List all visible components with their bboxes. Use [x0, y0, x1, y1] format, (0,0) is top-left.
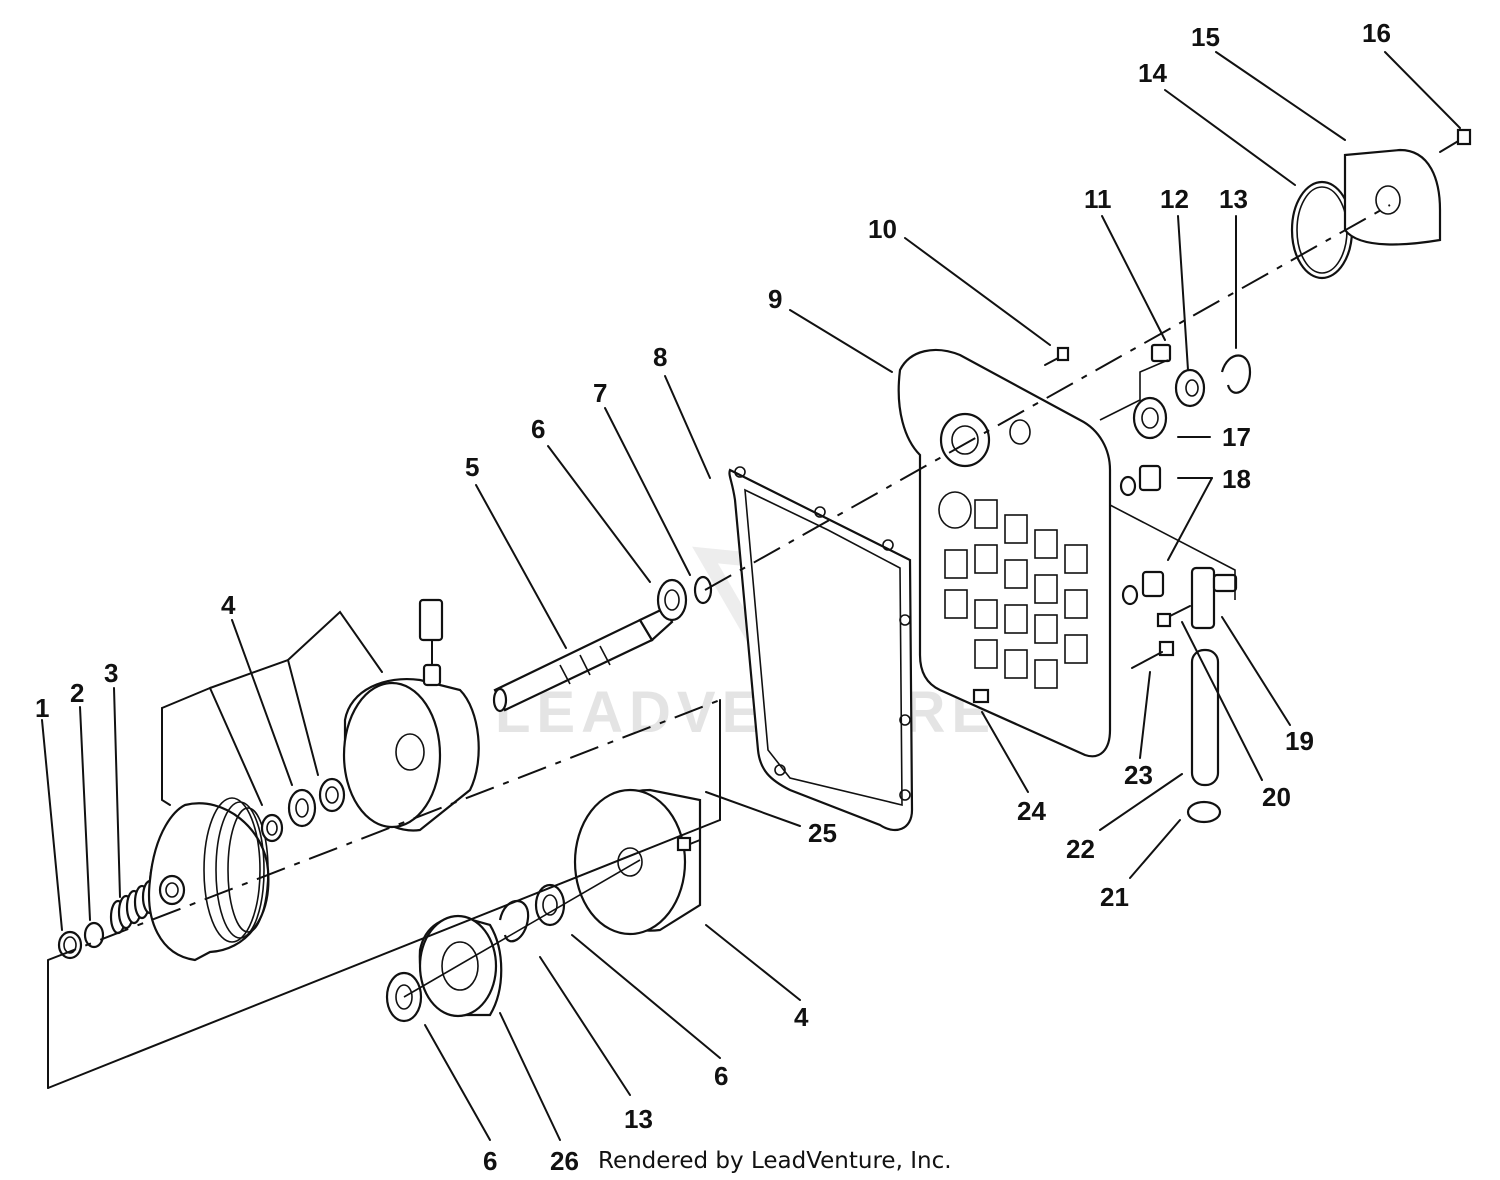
callout-13-lower: 13	[624, 1104, 653, 1134]
part-24-plug	[972, 688, 990, 704]
part-7-snap-ring	[693, 575, 713, 605]
part-16-bolt	[1439, 128, 1472, 153]
callout-13-upper: 13	[1219, 184, 1248, 214]
part-25-bolt	[676, 836, 701, 852]
callout-18: 18	[1222, 464, 1251, 494]
part-field-coil	[342, 598, 480, 832]
callout-5: 5	[465, 452, 479, 482]
callout-6-middle: 6	[714, 1061, 728, 1091]
part-19-tee-fitting	[1190, 566, 1238, 630]
callout-15: 15	[1191, 22, 1220, 52]
callout-8: 8	[653, 342, 667, 372]
leader-lines	[41, 51, 1461, 1141]
callout-24: 24	[1017, 796, 1046, 826]
part-23-bolt	[1131, 640, 1175, 669]
callout-25: 25	[808, 818, 837, 848]
part-6-bearing-lower	[534, 883, 566, 927]
centerline-lower-axis	[47, 819, 721, 1089]
part-8-gasket	[728, 466, 914, 832]
callout-6-lower: 6	[483, 1146, 497, 1176]
part-17-bearing	[1132, 396, 1168, 440]
callout-6-upper: 6	[531, 414, 545, 444]
part-10-bolt	[1044, 346, 1070, 366]
callout-19: 19	[1285, 726, 1314, 756]
watermark-text: LEADVENTURE	[495, 680, 996, 745]
callout-9: 9	[768, 284, 782, 314]
part-4-washer-b	[318, 777, 346, 813]
callout-4-lower: 4	[794, 1002, 809, 1032]
callout-16: 16	[1362, 18, 1391, 48]
part-14-o-ring	[1290, 180, 1354, 280]
part-4-thrust-bearing	[287, 788, 317, 828]
part-18-fitting-upper	[1119, 464, 1162, 497]
callout-4-upper: 4	[221, 590, 236, 620]
part-4-rotor-housing	[573, 788, 702, 936]
centerline-upper	[704, 204, 1391, 591]
bracket-bearing-17	[1099, 359, 1169, 421]
callout-20: 20	[1262, 782, 1291, 812]
callout-12: 12	[1160, 184, 1189, 214]
part-5-shaft	[492, 606, 674, 713]
callout-23: 23	[1124, 760, 1153, 790]
part-18-fitting-lower	[1121, 570, 1165, 606]
callout-14: 14	[1138, 58, 1167, 88]
part-21-clamp	[1186, 800, 1222, 824]
centerline-lower	[47, 699, 721, 961]
callout-22: 22	[1066, 834, 1095, 864]
callout-1: 1	[35, 693, 49, 723]
part-12-seal	[1174, 368, 1206, 408]
callout-11: 11	[1084, 184, 1112, 214]
callout-26: 26	[550, 1146, 579, 1176]
part-20-bolt	[1156, 605, 1191, 628]
part-13-snap-ring-upper	[1220, 354, 1252, 394]
callout-17: 17	[1222, 422, 1251, 452]
part-22-tube	[1190, 648, 1220, 787]
credit-line: Rendered by LeadVenture, Inc.	[598, 1148, 952, 1174]
part-clutch-pulley	[148, 797, 270, 962]
centerline-bottom	[403, 859, 641, 998]
callout-7: 7	[593, 378, 607, 408]
part-2-snap-ring	[83, 921, 105, 949]
part-6-bearing-upper	[656, 578, 688, 622]
callout-10: 10	[868, 214, 897, 244]
bracket-fitting-18	[1109, 504, 1236, 600]
part-15-end-cover	[1343, 148, 1442, 246]
callout-21: 21	[1100, 882, 1129, 912]
callout-2: 2	[70, 678, 84, 708]
part-11-fitting	[1150, 343, 1172, 363]
part-4-washer-a	[260, 813, 284, 843]
part-26-bearing-carrier	[418, 914, 503, 1018]
part-1-ring	[57, 930, 83, 960]
callout-3: 3	[104, 658, 118, 688]
